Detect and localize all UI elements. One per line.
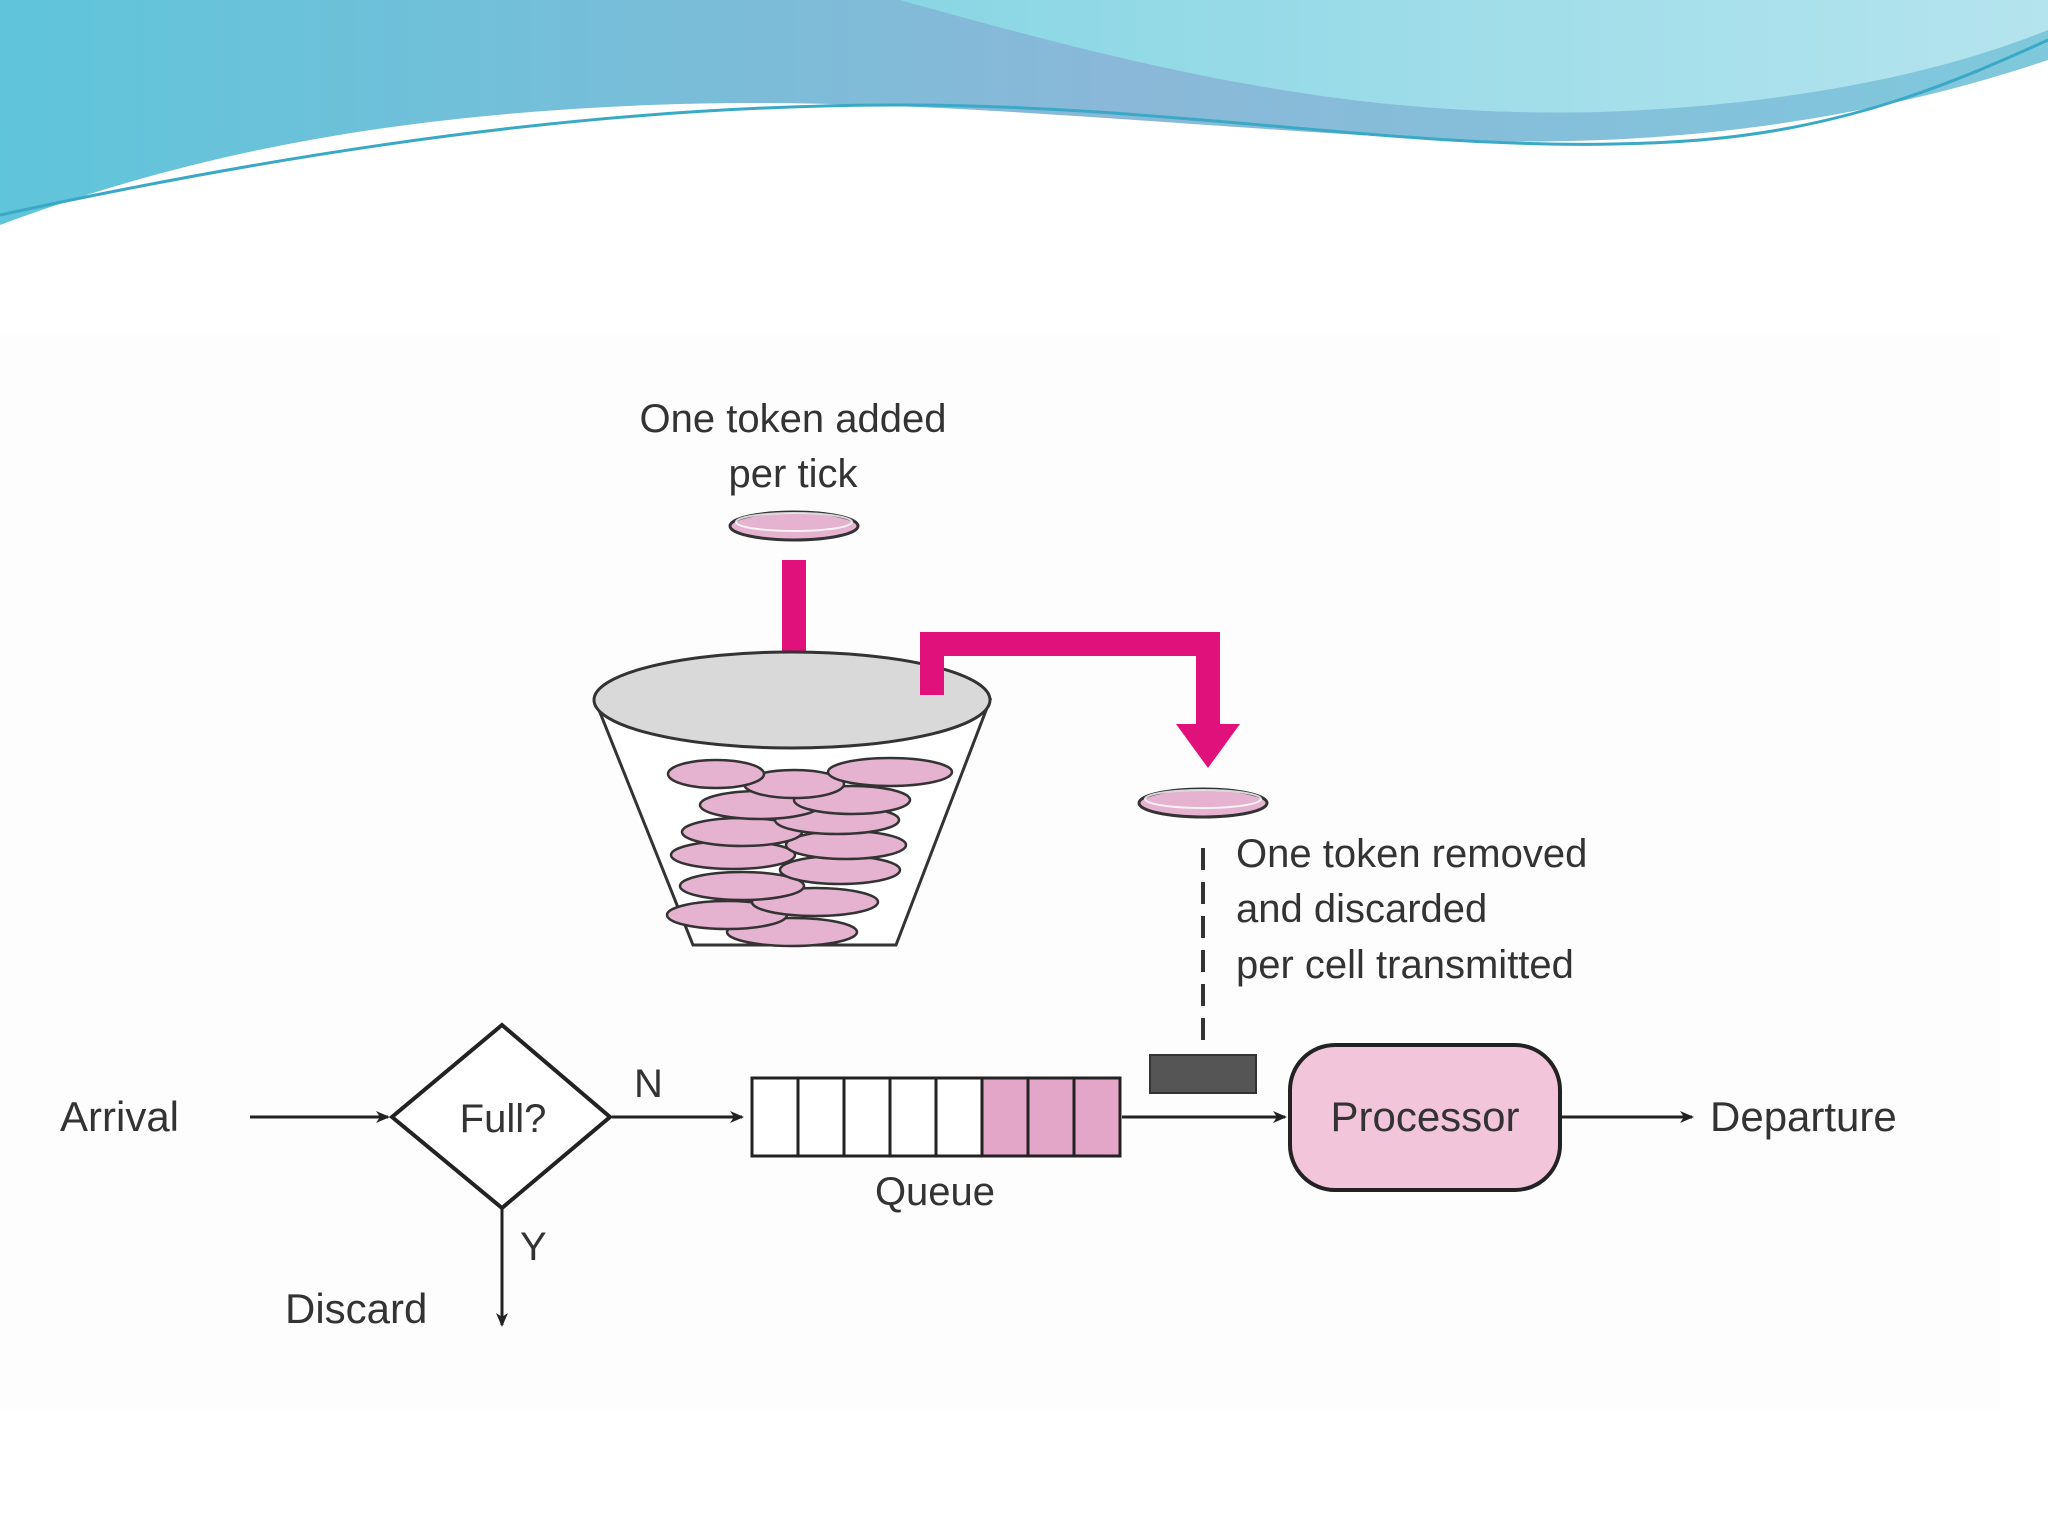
departure-label: Departure [1710,1093,1897,1140]
queue-slot [1072,1076,1122,1158]
removal-label-line3: per cell transmitted [1236,943,1574,987]
yes-branch-label: Y [520,1225,547,1269]
diagram-panel [0,335,2000,1410]
header-wave-light [900,0,2048,113]
processor-box [1288,1043,1562,1192]
queue-slot [750,1076,800,1158]
incoming-token-icon [728,510,860,542]
removal-label-line1: One token removed [1236,832,1587,876]
queue-slot [796,1076,846,1158]
removal-label-line2: and discarded [1236,887,1487,931]
fill-rate-label-line1: One token added [640,397,947,441]
queue-label: Queue [875,1170,995,1214]
header-wave-line [0,38,2048,217]
gate-block [1149,1054,1257,1094]
removed-token-icon [1137,787,1269,819]
header-wave-line-2 [0,63,2048,232]
token-out-arrow [920,632,1240,768]
bucket-tokens [665,756,954,948]
discard-label: Discard [285,1285,427,1332]
no-branch-label: N [634,1062,663,1106]
fill-rate-label-line2: per tick [729,452,859,496]
queue-slot [888,1076,938,1158]
queue [750,1076,1122,1158]
arrival-label: Arrival [60,1093,179,1140]
queue-slot [1026,1076,1076,1158]
queue-slot [842,1076,892,1158]
processor-label: Processor [1330,1093,1519,1140]
header-wave-decoration [0,0,2048,232]
queue-slot [980,1076,1030,1158]
token-bucket-icon [592,650,993,948]
full-decision-label: Full? [460,1097,547,1141]
queue-slot [934,1076,984,1158]
